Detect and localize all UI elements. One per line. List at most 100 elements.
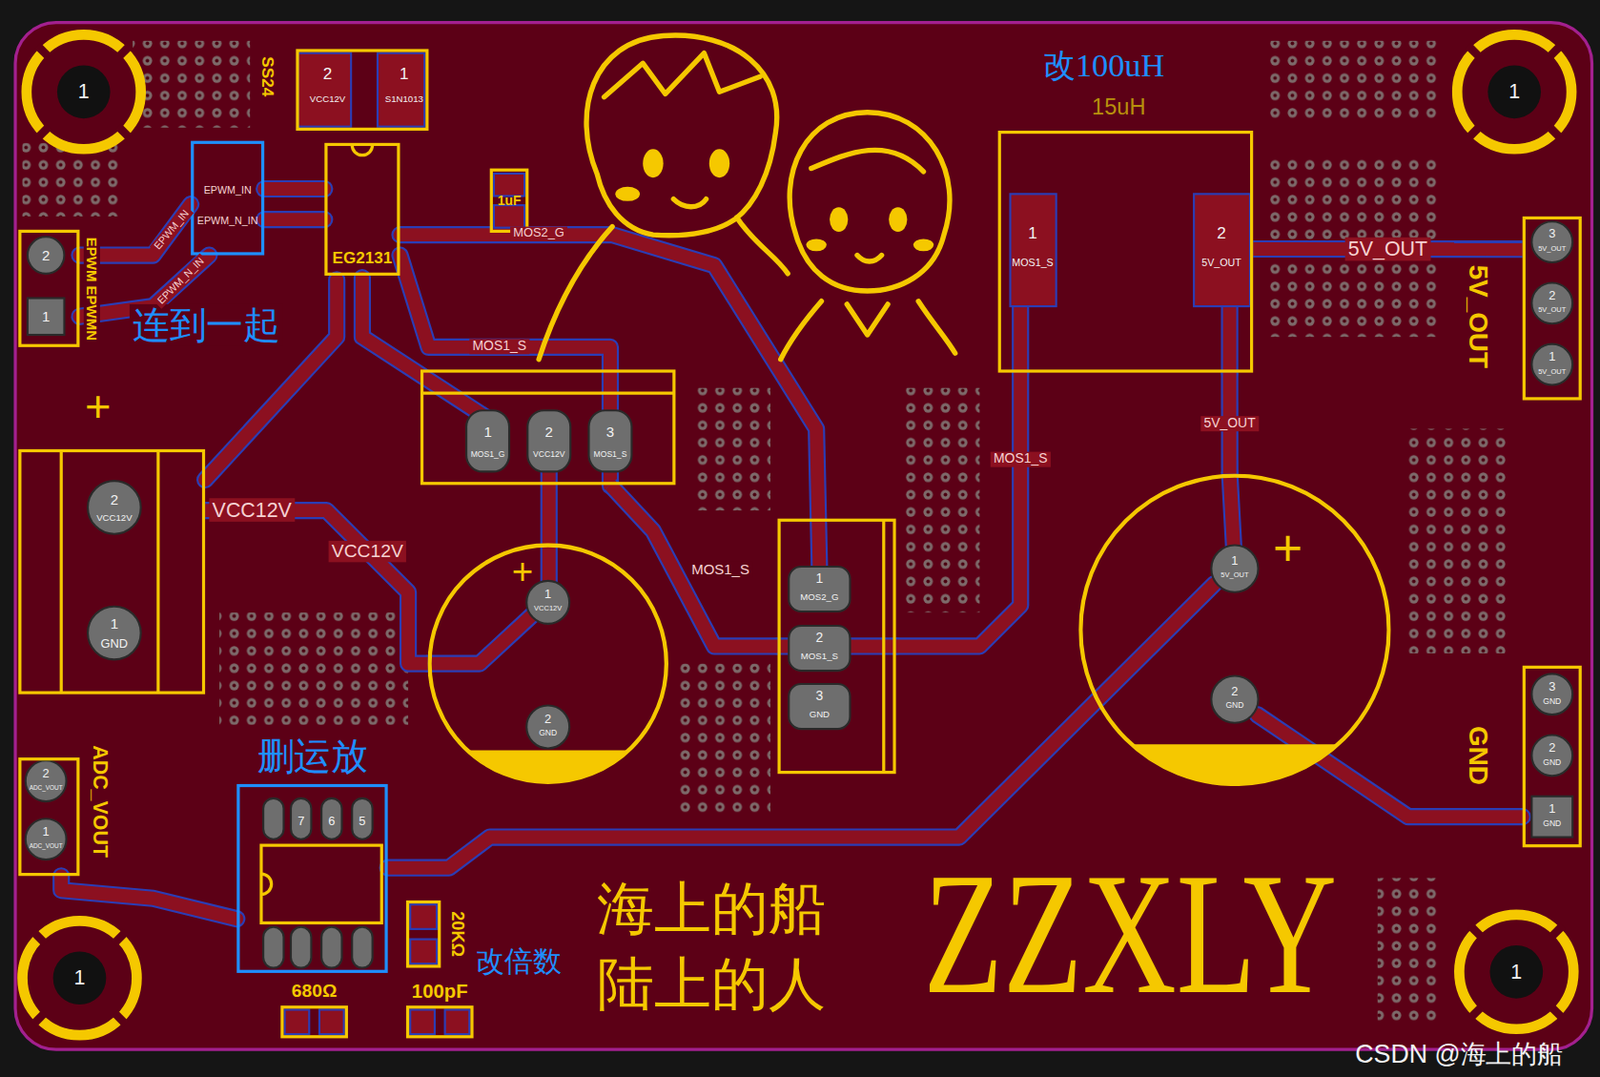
pad: [788, 683, 850, 729]
ring-notch: [33, 1012, 45, 1025]
pad-label: VCC12V: [533, 449, 565, 459]
pad: [1531, 344, 1573, 386]
watermark: CSDN @海上的船: [1354, 1038, 1562, 1068]
capacitor-outline-shape: [427, 542, 669, 784]
pad-label: EPWM_IN: [204, 184, 252, 196]
board-outline: [15, 22, 1592, 1050]
girl-head: [789, 112, 950, 291]
pad-label: VCC12V: [96, 512, 132, 523]
pad-label: 3: [815, 688, 823, 704]
pad: [1531, 796, 1573, 838]
via-area: [219, 612, 409, 725]
pad: [493, 205, 525, 228]
pad: [1210, 544, 1258, 592]
pad: [263, 926, 284, 968]
pad: [87, 606, 142, 660]
trace-outline: [205, 510, 428, 664]
resistor-footprint: 680Ω: [280, 1005, 349, 1038]
capacitor-footprint: 100pF: [406, 1005, 474, 1038]
trace: [388, 583, 1215, 868]
pad-label: 1uF: [497, 193, 522, 209]
pad: [589, 410, 633, 472]
hole-ring: [1458, 914, 1574, 1029]
connector-line: [61, 451, 159, 693]
pad: [27, 236, 65, 274]
boy-head: [586, 35, 778, 236]
capacitor-ring: [1080, 475, 1389, 784]
pad-label: GND: [1225, 700, 1244, 711]
pad-label: MOS1_S: [594, 449, 628, 459]
pcb-trace: [896, 372, 1022, 647]
pad-label: 1: [41, 307, 50, 325]
tab-line: [882, 520, 885, 772]
pad-label: MOS2_G: [800, 592, 839, 603]
drill-hole: [53, 950, 107, 1005]
pcb-trace: [205, 510, 428, 664]
trace: [1011, 306, 1029, 374]
trace: [849, 636, 897, 655]
trace-label: 5V_OUT: [1345, 237, 1432, 262]
polarity-band: [1131, 743, 1339, 784]
part-value: 680Ω: [291, 980, 338, 1002]
part-value: 20KΩ: [447, 910, 468, 957]
eye: [829, 206, 848, 232]
pad: [1009, 193, 1056, 307]
pad-label: 2: [323, 64, 333, 84]
via-area: [132, 41, 250, 128]
ring-notch: [37, 126, 49, 139]
pad-label: EPWM_N_IN: [197, 214, 259, 226]
pad-label: MOS1_S: [1011, 256, 1053, 268]
pad: [788, 566, 850, 612]
pad-label: 2: [110, 491, 119, 508]
silkscreen-text: SS24: [258, 56, 278, 97]
silkscreen-text: GND: [1462, 725, 1494, 785]
trace: [264, 182, 325, 196]
pad-label: 1: [78, 80, 90, 104]
power-connector: 2VCC12V1GND: [18, 449, 206, 695]
pad-label: 2: [1230, 684, 1238, 699]
pad: [1531, 282, 1573, 324]
trace: [61, 875, 237, 919]
via-area: [1408, 428, 1511, 653]
pad: [1531, 221, 1573, 263]
girl-hair: [811, 149, 924, 171]
board-slogan: 海上的船: [596, 875, 826, 942]
annotation-box: EPWM_IN EPWM_N_IN: [190, 141, 265, 256]
silkscreen-text: 15uH: [1091, 93, 1146, 120]
pad-label: 5V_OUT: [1220, 570, 1249, 579]
pad: [445, 1008, 471, 1034]
capacitor-ring: [430, 544, 667, 781]
cartoon: [538, 35, 956, 360]
trace: [1220, 306, 1238, 374]
trace: [264, 212, 325, 226]
via-area: [22, 143, 124, 217]
pad-label: 1: [1548, 349, 1556, 365]
mounting-hole: 1: [1453, 907, 1580, 1035]
trace: [264, 180, 325, 198]
pad-label: 3: [606, 423, 615, 440]
capacitor-outline: 1VCC12V2GND: [427, 542, 669, 784]
pad-label: 2: [815, 630, 823, 646]
trace-outline: [61, 188, 1523, 919]
inductor-footprint: 1MOS1_S25V_OUT: [998, 130, 1254, 373]
board-logo: ZZXLY: [923, 846, 1337, 1021]
trace-label: MOS1_S: [688, 561, 753, 578]
pad: [351, 926, 372, 968]
pad-label: GND: [1542, 696, 1561, 706]
boy-hair: [604, 53, 761, 98]
drill-hole: [57, 64, 111, 119]
hole-ring: [26, 34, 142, 149]
mounting-hole: 1: [1451, 28, 1579, 156]
pad: [1193, 193, 1251, 307]
pad-label: GND: [101, 636, 129, 652]
pad: [321, 798, 342, 840]
pad-label: 2: [42, 766, 50, 781]
silkscreen: [61, 144, 884, 923]
pad-label: 7: [297, 814, 305, 829]
pad-label: 5V_OUT: [1538, 245, 1566, 254]
copper-trace: [61, 188, 1523, 919]
pad: [25, 818, 67, 860]
